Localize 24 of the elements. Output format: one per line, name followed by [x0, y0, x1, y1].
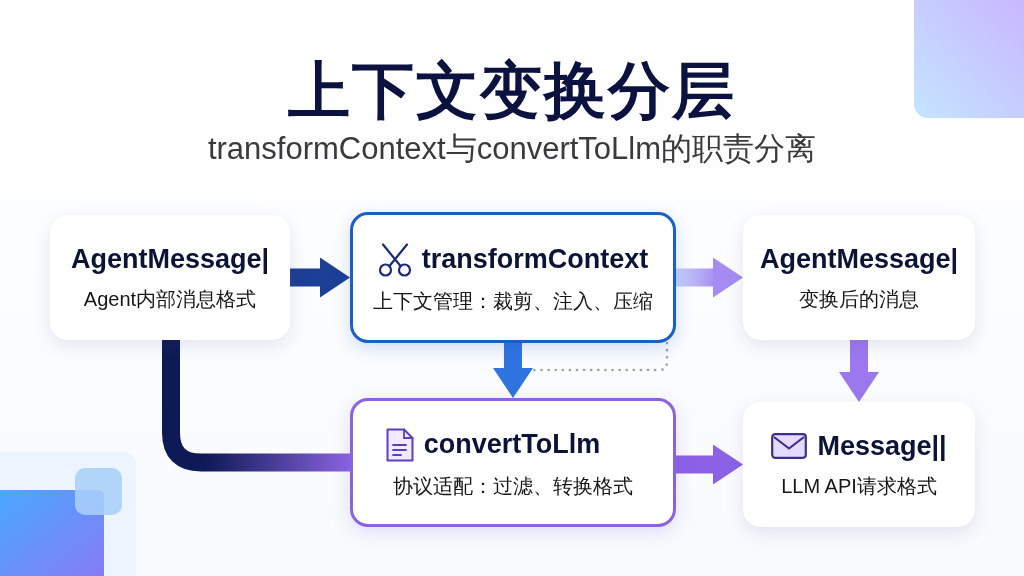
subtitle: transformContext与convertToLlm的职责分离: [207, 131, 817, 167]
box-subtitle: 变换后的消息: [799, 287, 919, 311]
arrow: [839, 340, 879, 402]
connector-line: [162, 340, 350, 472]
arrow: [493, 343, 533, 398]
arrow: [676, 257, 743, 298]
arrow: [676, 444, 743, 485]
arrow: [290, 257, 350, 298]
title: 上下文变换分层: [288, 58, 736, 124]
message-box: [50, 215, 290, 340]
dotted-line: [531, 341, 669, 372]
box-subtitle: 上下文管理：裁剪、注入、压缩: [373, 288, 653, 313]
box-title: AgentMessage|: [759, 243, 959, 275]
message-box: [743, 402, 975, 527]
box-subtitle: Agent内部消息格式: [83, 287, 257, 311]
box-title: transformContext: [421, 243, 649, 275]
box-subtitle: LLM API请求格式: [781, 474, 937, 498]
box-title: AgentMessage|: [70, 243, 270, 275]
process-box: [350, 212, 676, 343]
box-title: convertToLlm: [423, 428, 601, 460]
message-box: [743, 215, 975, 340]
process-box: [350, 398, 676, 527]
box-subtitle: 协议适配：过滤、转换格式: [393, 473, 633, 498]
box-title: Message||: [817, 430, 947, 462]
